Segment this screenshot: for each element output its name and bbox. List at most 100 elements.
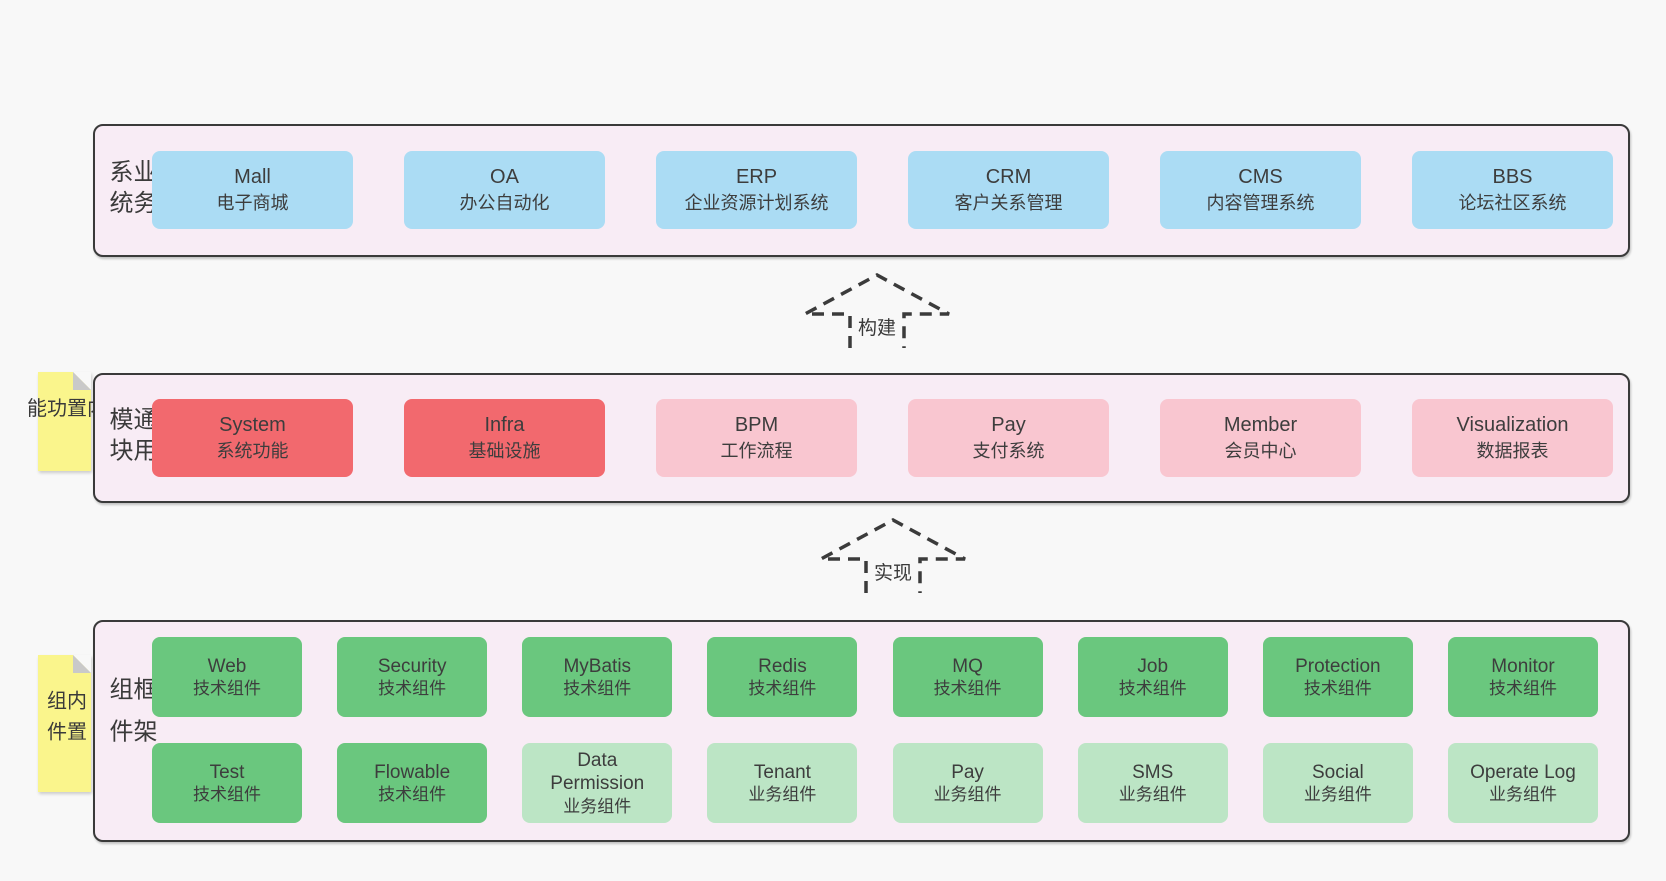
card-tenant: Tenant 业务组件 (707, 743, 858, 823)
card-subtitle: 数据报表 (1476, 441, 1549, 462)
card-pay-business: Pay 业务组件 (892, 743, 1043, 823)
layer-common-modules: 通用模块 System 系统功能 Infra 基础设施 BPM 工作流程 Pay… (93, 373, 1630, 503)
card-title: Protection (1295, 655, 1381, 677)
card-redis: Redis 技术组件 (707, 637, 858, 717)
card-bbs: BBS 论坛社区系统 (1412, 151, 1613, 229)
card-title: Data Permission (550, 750, 645, 795)
card-oa: OA 办公自动化 (404, 151, 605, 229)
card-subtitle: 客户关系管理 (954, 193, 1063, 214)
card-erp: ERP 企业资源计划系统 (656, 151, 857, 229)
card-subtitle: 业务组件 (748, 784, 817, 804)
card-title: Visualization (1456, 414, 1569, 437)
layer-framework-components: 框架组件 Web 技术组件 Security 技术组件 MyBatis 技术组件… (93, 620, 1630, 842)
card-mq: MQ 技术组件 (892, 637, 1043, 717)
card-title: Security (377, 655, 447, 677)
arrow-build-label: 构建 (854, 313, 900, 344)
card-visualization: Visualization 数据报表 (1412, 399, 1613, 477)
card-subtitle: 工作流程 (720, 441, 793, 462)
card-security: Security 技术组件 (337, 637, 488, 717)
card-subtitle: 技术组件 (378, 784, 447, 804)
card-system: System 系统功能 (152, 399, 353, 477)
card-subtitle: 技术组件 (378, 678, 447, 698)
card-flowable: Flowable 技术组件 (337, 743, 488, 823)
up-arrow-dashed-icon (804, 273, 950, 348)
card-web: Web 技术组件 (152, 637, 302, 717)
card-mybatis: MyBatis 技术组件 (522, 637, 673, 717)
card-title: Infra (484, 414, 525, 437)
card-title: Operate Log (1470, 761, 1576, 783)
card-sms: SMS 业务组件 (1077, 743, 1228, 823)
card-protection: Protection 技术组件 (1262, 637, 1413, 717)
layer-label-modules: 通用模块 (105, 406, 156, 469)
card-title: CRM (985, 166, 1032, 189)
up-arrow-dashed-icon (820, 518, 966, 593)
card-subtitle: 企业资源计划系统 (684, 193, 829, 214)
card-subtitle: 内容管理系统 (1206, 193, 1315, 214)
card-cms: CMS 内容管理系统 (1160, 151, 1361, 229)
arrow-implement-label: 实现 (870, 558, 916, 589)
card-subtitle: 办公自动化 (459, 193, 550, 214)
sticky-note-label: 内置组件 (43, 689, 86, 752)
card-subtitle: 技术组件 (1488, 678, 1557, 698)
card-crm: CRM 客户关系管理 (908, 151, 1109, 229)
card-title: Pay (991, 414, 1026, 437)
card-member: Member 会员中心 (1160, 399, 1361, 477)
card-subtitle: 技术组件 (193, 784, 261, 804)
card-title: Web (207, 655, 247, 677)
card-subtitle: 技术组件 (1118, 678, 1187, 698)
arrow-build: 构建 (797, 270, 957, 350)
components-row-2: Test 技术组件 Flowable 技术组件 Data Permission … (152, 743, 1598, 823)
card-subtitle: 技术组件 (933, 678, 1002, 698)
sticky-note-builtin-functions: 内置功能 (24, 372, 106, 471)
card-subtitle: 技术组件 (748, 678, 817, 698)
card-subtitle: 电子商城 (216, 193, 289, 214)
card-title: BBS (1492, 166, 1533, 189)
card-subtitle: 支付系统 (972, 441, 1045, 462)
card-social: Social 业务组件 (1262, 743, 1413, 823)
layer-label-business: 业务系统 (105, 158, 156, 221)
business-cards-row: Mall 电子商城 OA 办公自动化 ERP 企业资源计划系统 CRM 客户关系… (152, 151, 1613, 229)
card-operate-log: Operate Log 业务组件 (1447, 743, 1598, 823)
card-subtitle: 业务组件 (1488, 784, 1557, 804)
arrow-implement: 实现 (813, 515, 973, 595)
card-test: Test 技术组件 (152, 743, 302, 823)
folded-corner-icon (73, 655, 91, 673)
card-subtitle: 业务组件 (1118, 784, 1187, 804)
card-title: MyBatis (563, 655, 632, 677)
card-title: Pay (951, 761, 984, 783)
card-subtitle: 会员中心 (1224, 441, 1297, 462)
card-title: Monitor (1491, 655, 1555, 677)
folded-corner-icon (73, 372, 91, 390)
card-job: Job 技术组件 (1077, 637, 1228, 717)
card-subtitle: 业务组件 (563, 796, 632, 816)
card-subtitle: 技术组件 (1303, 678, 1372, 698)
card-title: CMS (1238, 166, 1283, 189)
card-title: BPM (734, 414, 779, 437)
card-title: Redis (758, 655, 807, 677)
card-monitor: Monitor 技术组件 (1447, 637, 1598, 717)
card-title: Flowable (374, 761, 451, 783)
card-pay: Pay 支付系统 (908, 399, 1109, 477)
card-title: Member (1223, 414, 1298, 437)
card-subtitle: 论坛社区系统 (1458, 193, 1567, 214)
card-title: SMS (1132, 761, 1174, 783)
card-title: Test (209, 761, 245, 783)
card-subtitle: 技术组件 (193, 678, 261, 698)
card-bpm: BPM 工作流程 (656, 399, 857, 477)
card-title: Social (1311, 761, 1364, 783)
components-row-1: Web 技术组件 Security 技术组件 MyBatis 技术组件 Redi… (152, 637, 1598, 717)
card-mall: Mall 电子商城 (152, 151, 353, 229)
modules-cards-row: System 系统功能 Infra 基础设施 BPM 工作流程 Pay 支付系统… (152, 399, 1613, 477)
card-subtitle: 系统功能 (216, 441, 289, 462)
card-title: OA (490, 166, 519, 189)
layer-label-components: 框架组件 (105, 676, 156, 761)
card-subtitle: 业务组件 (1303, 784, 1372, 804)
card-title: System (219, 414, 286, 437)
card-title: Tenant (753, 761, 811, 783)
card-subtitle: 业务组件 (933, 784, 1002, 804)
card-data-permission: Data Permission 业务组件 (522, 743, 673, 823)
card-title: ERP (735, 166, 778, 189)
card-subtitle: 基础设施 (468, 441, 541, 462)
card-subtitle: 技术组件 (563, 678, 632, 698)
